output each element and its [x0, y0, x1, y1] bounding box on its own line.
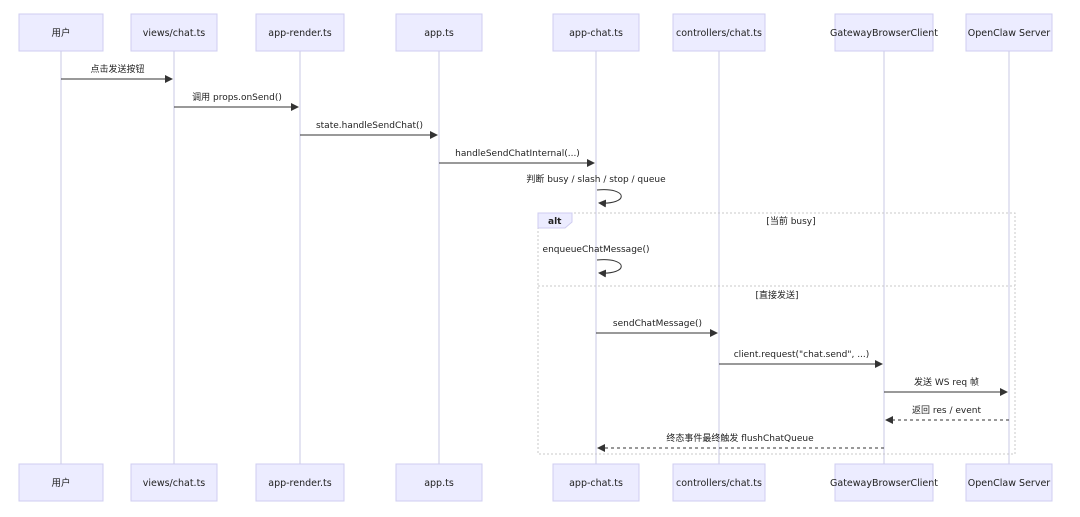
- self-message-arrow: [596, 259, 622, 278]
- alt-condition-direct-send: [直接发送]: [755, 289, 798, 301]
- participant-box-bottom: [965, 463, 1053, 502]
- participant-label-bottom: 用户: [51, 477, 70, 489]
- participant-box-top: [965, 13, 1053, 52]
- message-label: state.handleSendChat(): [316, 121, 423, 131]
- participant-label-bottom: app-render.ts: [268, 478, 332, 489]
- alt-frame-border: [537, 212, 1016, 455]
- alt-frame-label: alt: [548, 217, 562, 227]
- alt-frame: alt [当前 busy] [直接发送]: [537, 212, 1016, 455]
- message-label: 调用 props.onSend(): [192, 92, 282, 103]
- alt-frame-label-box: [537, 212, 573, 229]
- participant-box-bottom: [130, 463, 218, 502]
- self-message-label: 判断 busy / slash / stop / queue: [526, 173, 666, 185]
- message-label: client.request("chat.send", ...): [734, 350, 870, 360]
- participant-box-top: [130, 13, 218, 52]
- participant-box-bottom: [552, 463, 640, 502]
- participant-label-top: GatewayBrowserClient: [830, 28, 938, 39]
- participant-label-bottom: app.ts: [424, 478, 454, 489]
- participant-label-bottom: controllers/chat.ts: [676, 478, 762, 489]
- lifelines: [60, 51, 1010, 464]
- participant-box-bottom: [395, 463, 483, 502]
- participant-box-top: [18, 13, 104, 52]
- participants: 用户用户views/chat.tsviews/chat.tsapp-render…: [18, 13, 1053, 502]
- message-label: 返回 res / event: [912, 404, 981, 416]
- message-label: 发送 WS req 帧: [914, 376, 979, 388]
- message-label: handleSendChatInternal(...): [455, 149, 580, 159]
- message-label: 点击发送按钮: [90, 63, 144, 75]
- participant-label-bottom: views/chat.ts: [143, 478, 206, 489]
- participant-label-top: 用户: [51, 27, 70, 39]
- participant-label-bottom: GatewayBrowserClient: [830, 478, 938, 489]
- participant-box-top: [672, 13, 766, 52]
- participant-box-top: [395, 13, 483, 52]
- participant-label-bottom: app-chat.ts: [569, 478, 623, 489]
- self-message-arrow: [596, 189, 622, 208]
- participant-box-bottom: [255, 463, 345, 502]
- participant-label-top: app-render.ts: [268, 28, 332, 39]
- participant-label-top: app-chat.ts: [569, 28, 623, 39]
- participant-label-bottom: OpenClaw Server: [968, 478, 1051, 489]
- participant-label-top: app.ts: [424, 28, 454, 39]
- participant-box-bottom: [834, 463, 934, 502]
- participant-label-top: controllers/chat.ts: [676, 28, 762, 39]
- participant-box-bottom: [672, 463, 766, 502]
- alt-condition-busy: [当前 busy]: [766, 215, 815, 227]
- participant-box-top: [552, 13, 640, 52]
- self-message-label: enqueueChatMessage(): [543, 245, 650, 255]
- participant-box-bottom: [18, 463, 104, 502]
- participant-label-top: OpenClaw Server: [968, 28, 1051, 39]
- message-label: 终态事件最终触发 flushChatQueue: [666, 432, 814, 444]
- participant-box-top: [834, 13, 934, 52]
- message-label: sendChatMessage(): [613, 319, 702, 329]
- participant-label-top: views/chat.ts: [143, 28, 206, 39]
- participant-box-top: [255, 13, 345, 52]
